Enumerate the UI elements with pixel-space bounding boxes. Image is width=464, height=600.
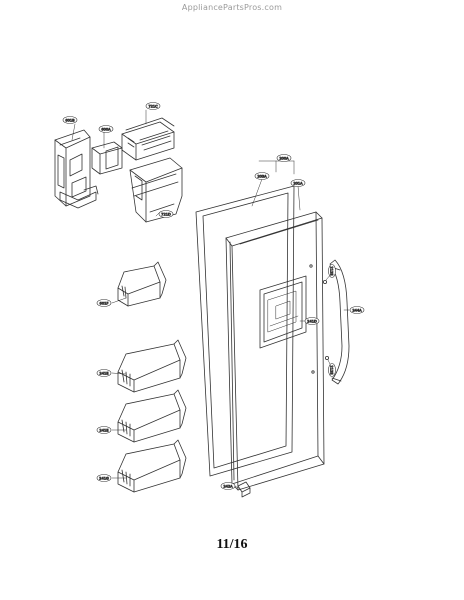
- ice-bucket-part: [129, 157, 183, 223]
- callout-ovals: [62, 102, 365, 490]
- bottom-hinge-part: [237, 481, 251, 498]
- watermark-text: AppliancePartsPros.com: [181, 3, 283, 12]
- callout-label: 244A: [352, 308, 362, 312]
- callout-label: 600A: [101, 127, 111, 131]
- callout-oval-212e-bottom: [328, 363, 336, 377]
- door-bin-small-part: [117, 261, 167, 307]
- door-bin-1-part: [117, 339, 187, 393]
- door-bin-3-part: [117, 439, 187, 493]
- callout-oval-241d: [304, 317, 320, 325]
- callout-label: 241E: [99, 428, 109, 432]
- door-hinge-pins-part: [309, 264, 329, 374]
- callout-oval-241e-upper: [96, 369, 112, 377]
- callout-label: 721D: [161, 212, 171, 216]
- callout-label: 200A: [279, 156, 289, 160]
- callout-oval-242a: [220, 482, 236, 490]
- callout-oval-200a: [276, 154, 292, 162]
- dispenser-recess-part: [259, 275, 307, 349]
- callout-oval-600a: [98, 125, 114, 133]
- callout-oval-241g: [96, 474, 112, 482]
- callout-label: 601B: [65, 118, 75, 122]
- callout-oval-601b: [62, 116, 78, 124]
- door-bin-2-part: [117, 389, 187, 443]
- callout-label: 212E: [330, 365, 334, 375]
- callout-oval-721d: [158, 210, 174, 218]
- callout-oval-244a: [349, 306, 365, 314]
- callout-oval-721c: [145, 102, 161, 110]
- door-panel-part: [225, 211, 325, 491]
- callout-oval-601f: [96, 299, 112, 307]
- callout-label: 241G: [99, 476, 109, 480]
- dispenser-housing-part: [54, 129, 99, 209]
- callout-label: 601F: [100, 301, 109, 305]
- callout-label: 203A: [257, 174, 267, 178]
- callout-oval-212e-top: [328, 264, 336, 278]
- callout-oval-203a: [254, 172, 270, 180]
- callout-oval-201a: [290, 179, 306, 187]
- page-number: 11/16: [216, 537, 248, 552]
- callout-label: 201A: [293, 181, 303, 185]
- callout-label: 241D: [307, 319, 317, 323]
- callout-label: 721C: [148, 104, 158, 108]
- ice-chute-part: [91, 141, 123, 175]
- callout-label: 242A: [223, 484, 233, 488]
- callout-label: 212E: [330, 266, 334, 276]
- callout-label: 241E: [99, 371, 109, 375]
- callout-labels: 601B 600A 721C 721D 200A 203A 201A 212E …: [65, 104, 363, 489]
- door-gasket-part: [195, 185, 295, 477]
- auger-motor-cover-part: [121, 117, 175, 161]
- callout-oval-241e-lower: [96, 426, 112, 434]
